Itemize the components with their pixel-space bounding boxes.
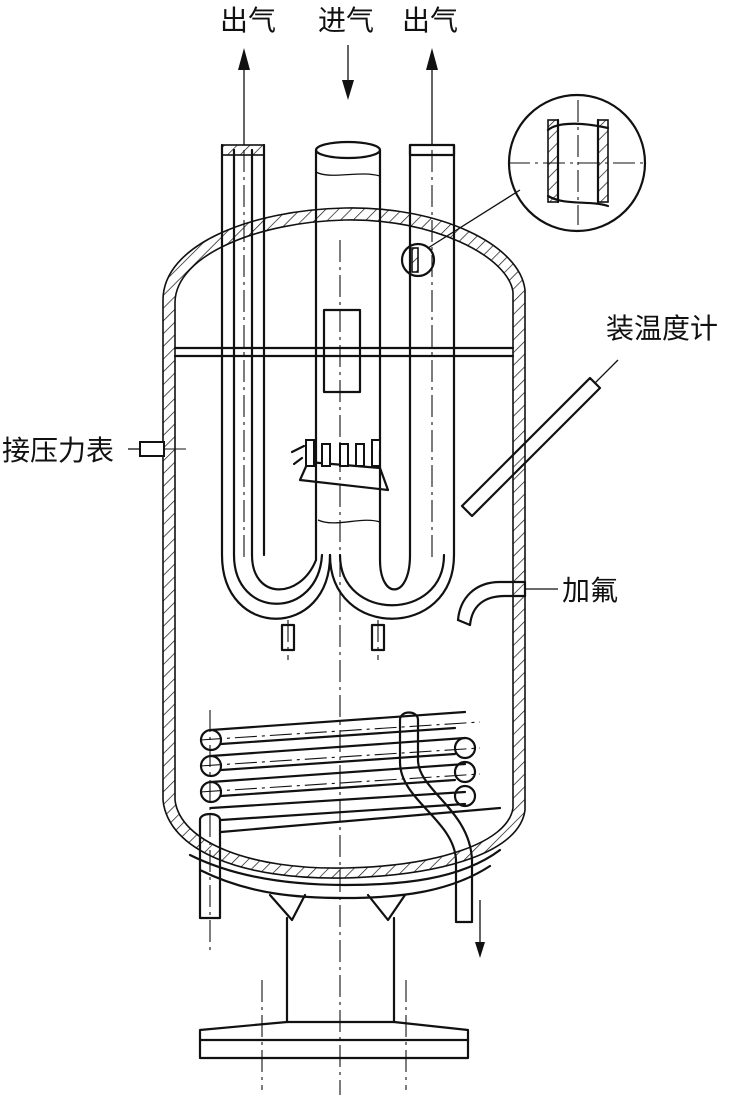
thermometer-well: [460, 359, 619, 518]
inlet-label: 进气: [318, 4, 374, 37]
inlet-arrow: [342, 45, 354, 100]
coil-inlet-pipe: [198, 710, 222, 950]
outlet-tube-left: [220, 143, 332, 652]
thermometer-label: 装温度计: [606, 312, 718, 345]
outlet-right-arrow: [426, 48, 438, 145]
freon-charge-pipe: [456, 580, 558, 627]
baffle-plate: [173, 346, 515, 358]
freon-charge-label: 加氟: [562, 574, 618, 607]
bottom-head: [188, 848, 502, 887]
coil-outlet-pipe: [398, 711, 485, 958]
pressure-gauge-nozzle: [128, 441, 190, 457]
outlet-left-arrow: [238, 48, 250, 145]
pressure-gauge-label: 接压力表: [2, 434, 114, 467]
outlet-left-label: 出气: [220, 4, 276, 37]
detail-callout: [427, 93, 647, 249]
inlet-tube: [314, 140, 382, 562]
outlet-right-label: 出气: [402, 4, 458, 37]
support-skirt: [198, 893, 470, 1090]
vessel-shell: [162, 207, 526, 879]
